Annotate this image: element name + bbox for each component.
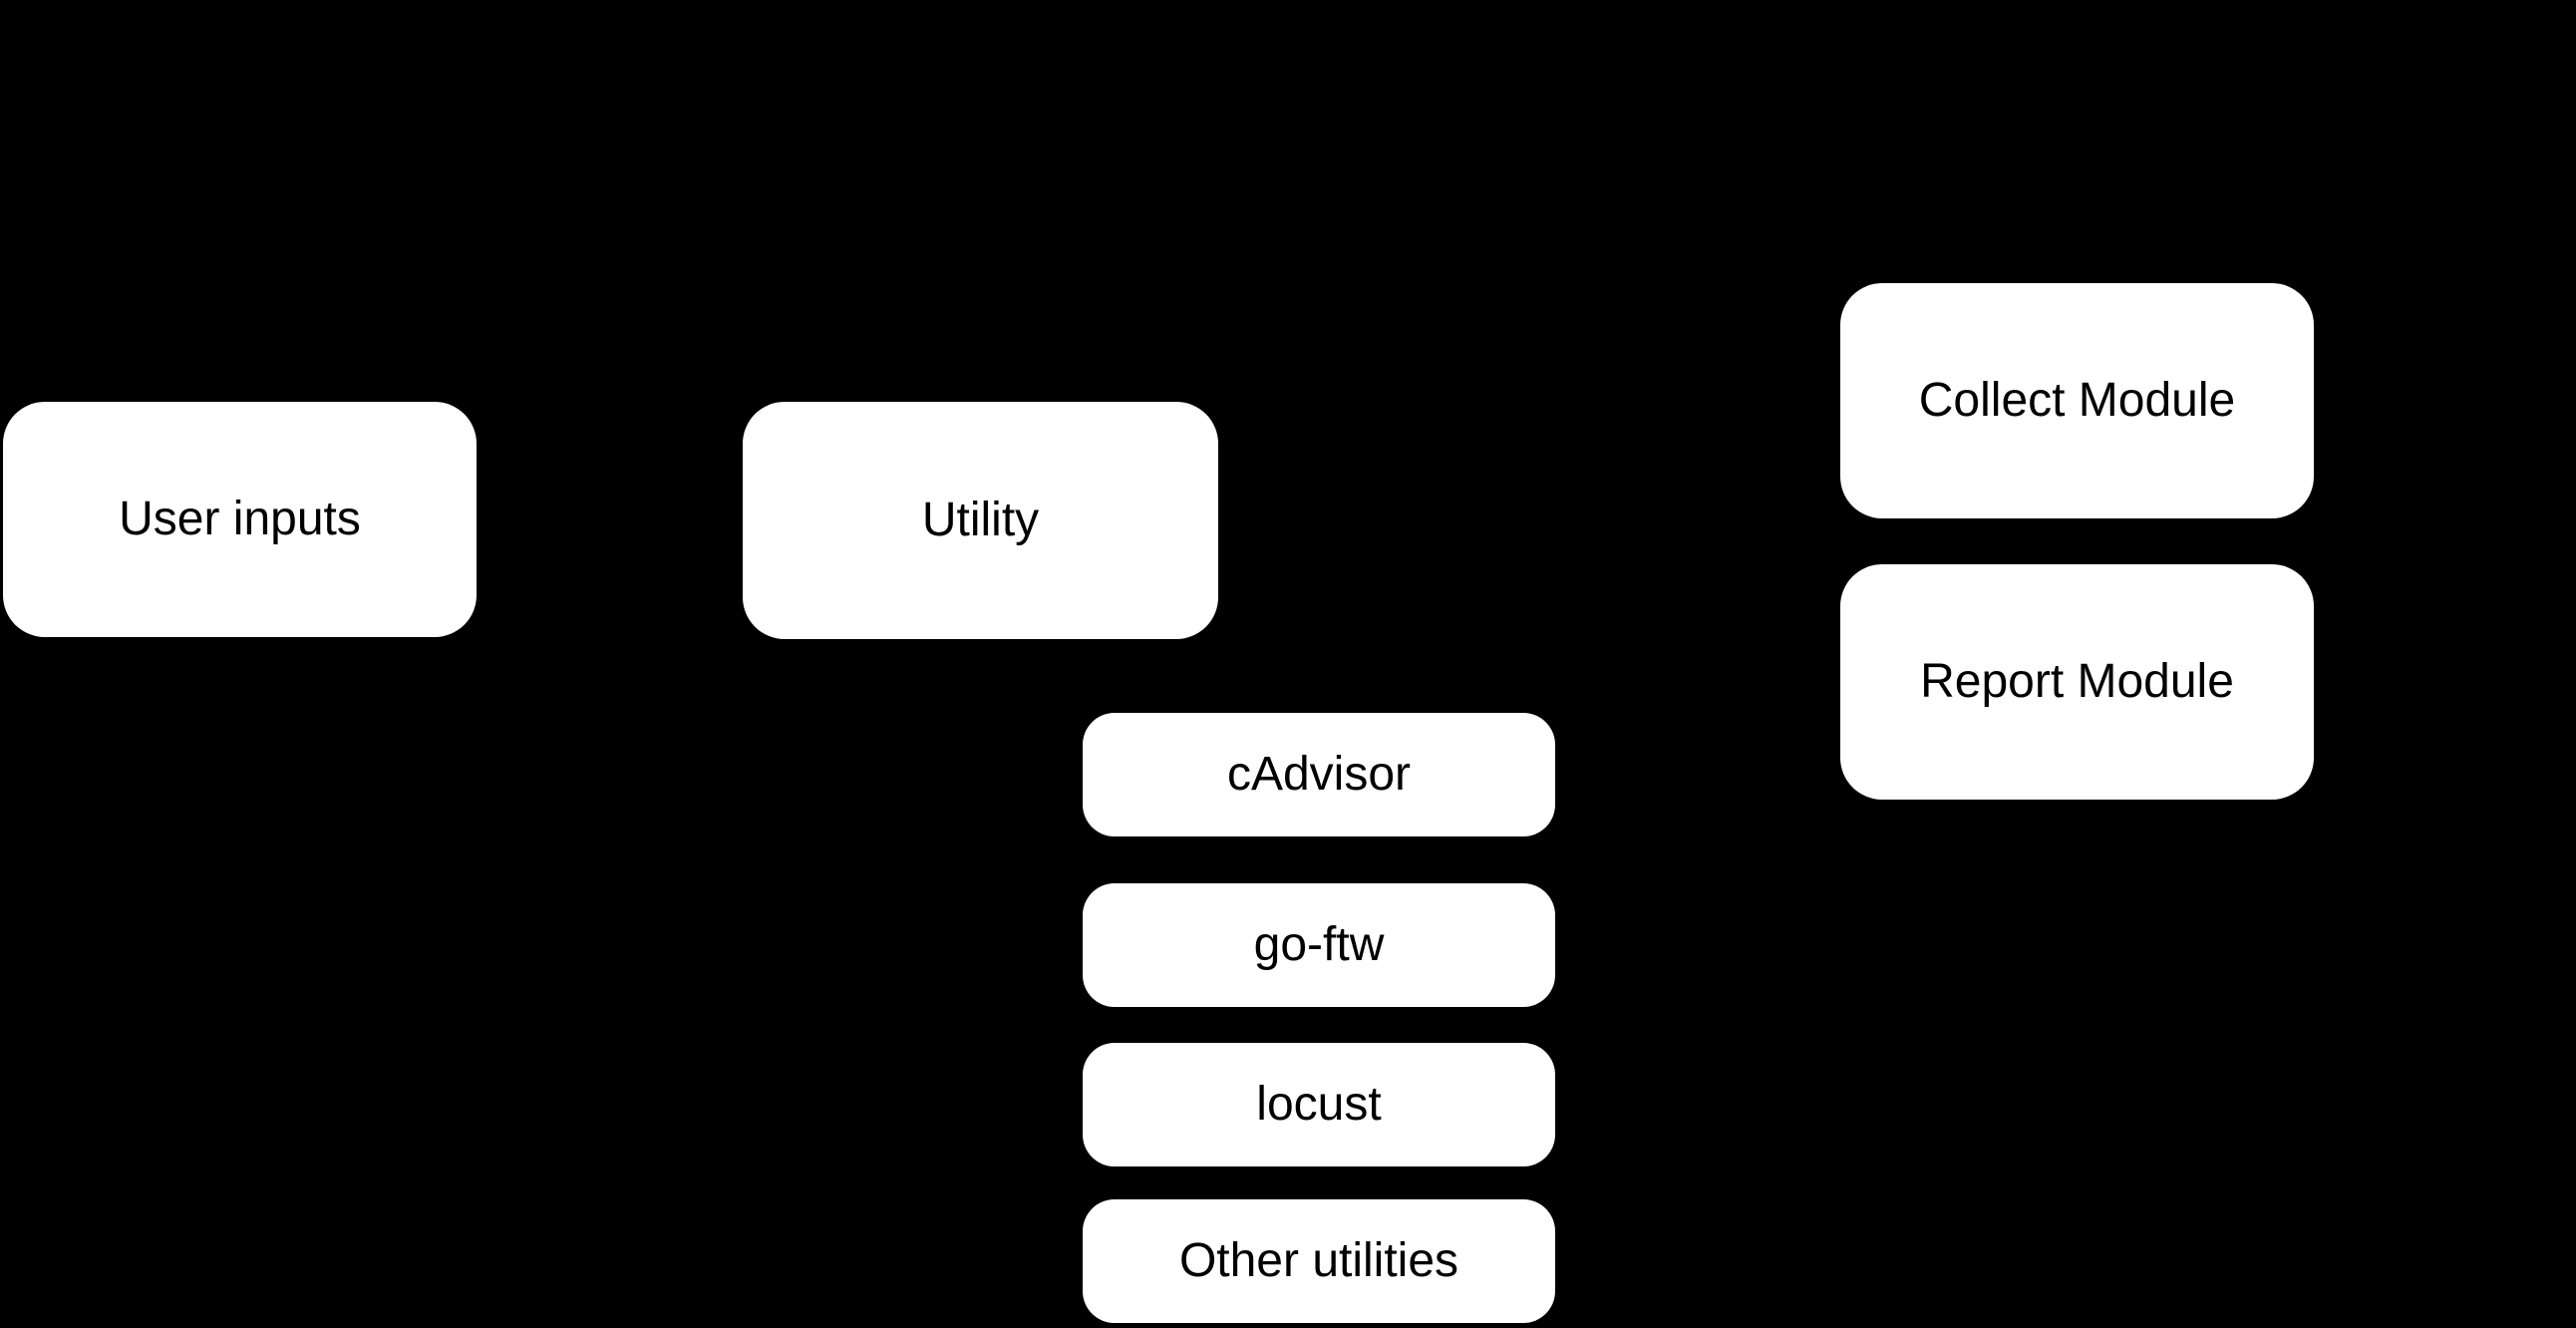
node-locust: locust (1083, 1043, 1555, 1166)
node-user-inputs-label: User inputs (119, 493, 361, 546)
node-report-module: Report Module (1840, 564, 2314, 800)
node-go-ftw-label: go-ftw (1253, 918, 1385, 972)
node-other-utilities: Other utilities (1083, 1199, 1555, 1323)
node-go-ftw: go-ftw (1083, 883, 1555, 1007)
node-other-utilities-label: Other utilities (1178, 1234, 1459, 1288)
node-cadvisor: cAdvisor (1083, 713, 1555, 836)
node-utility: Utility (743, 402, 1218, 639)
node-locust-label: locust (1256, 1078, 1382, 1132)
node-user-inputs: User inputs (3, 402, 477, 637)
node-utility-label: Utility (921, 494, 1040, 547)
node-cadvisor-label: cAdvisor (1226, 748, 1412, 802)
node-report-module-label: Report Module (1920, 655, 2234, 709)
node-collect-module: Collect Module (1840, 283, 2314, 518)
node-collect-module-label: Collect Module (1918, 374, 2236, 428)
